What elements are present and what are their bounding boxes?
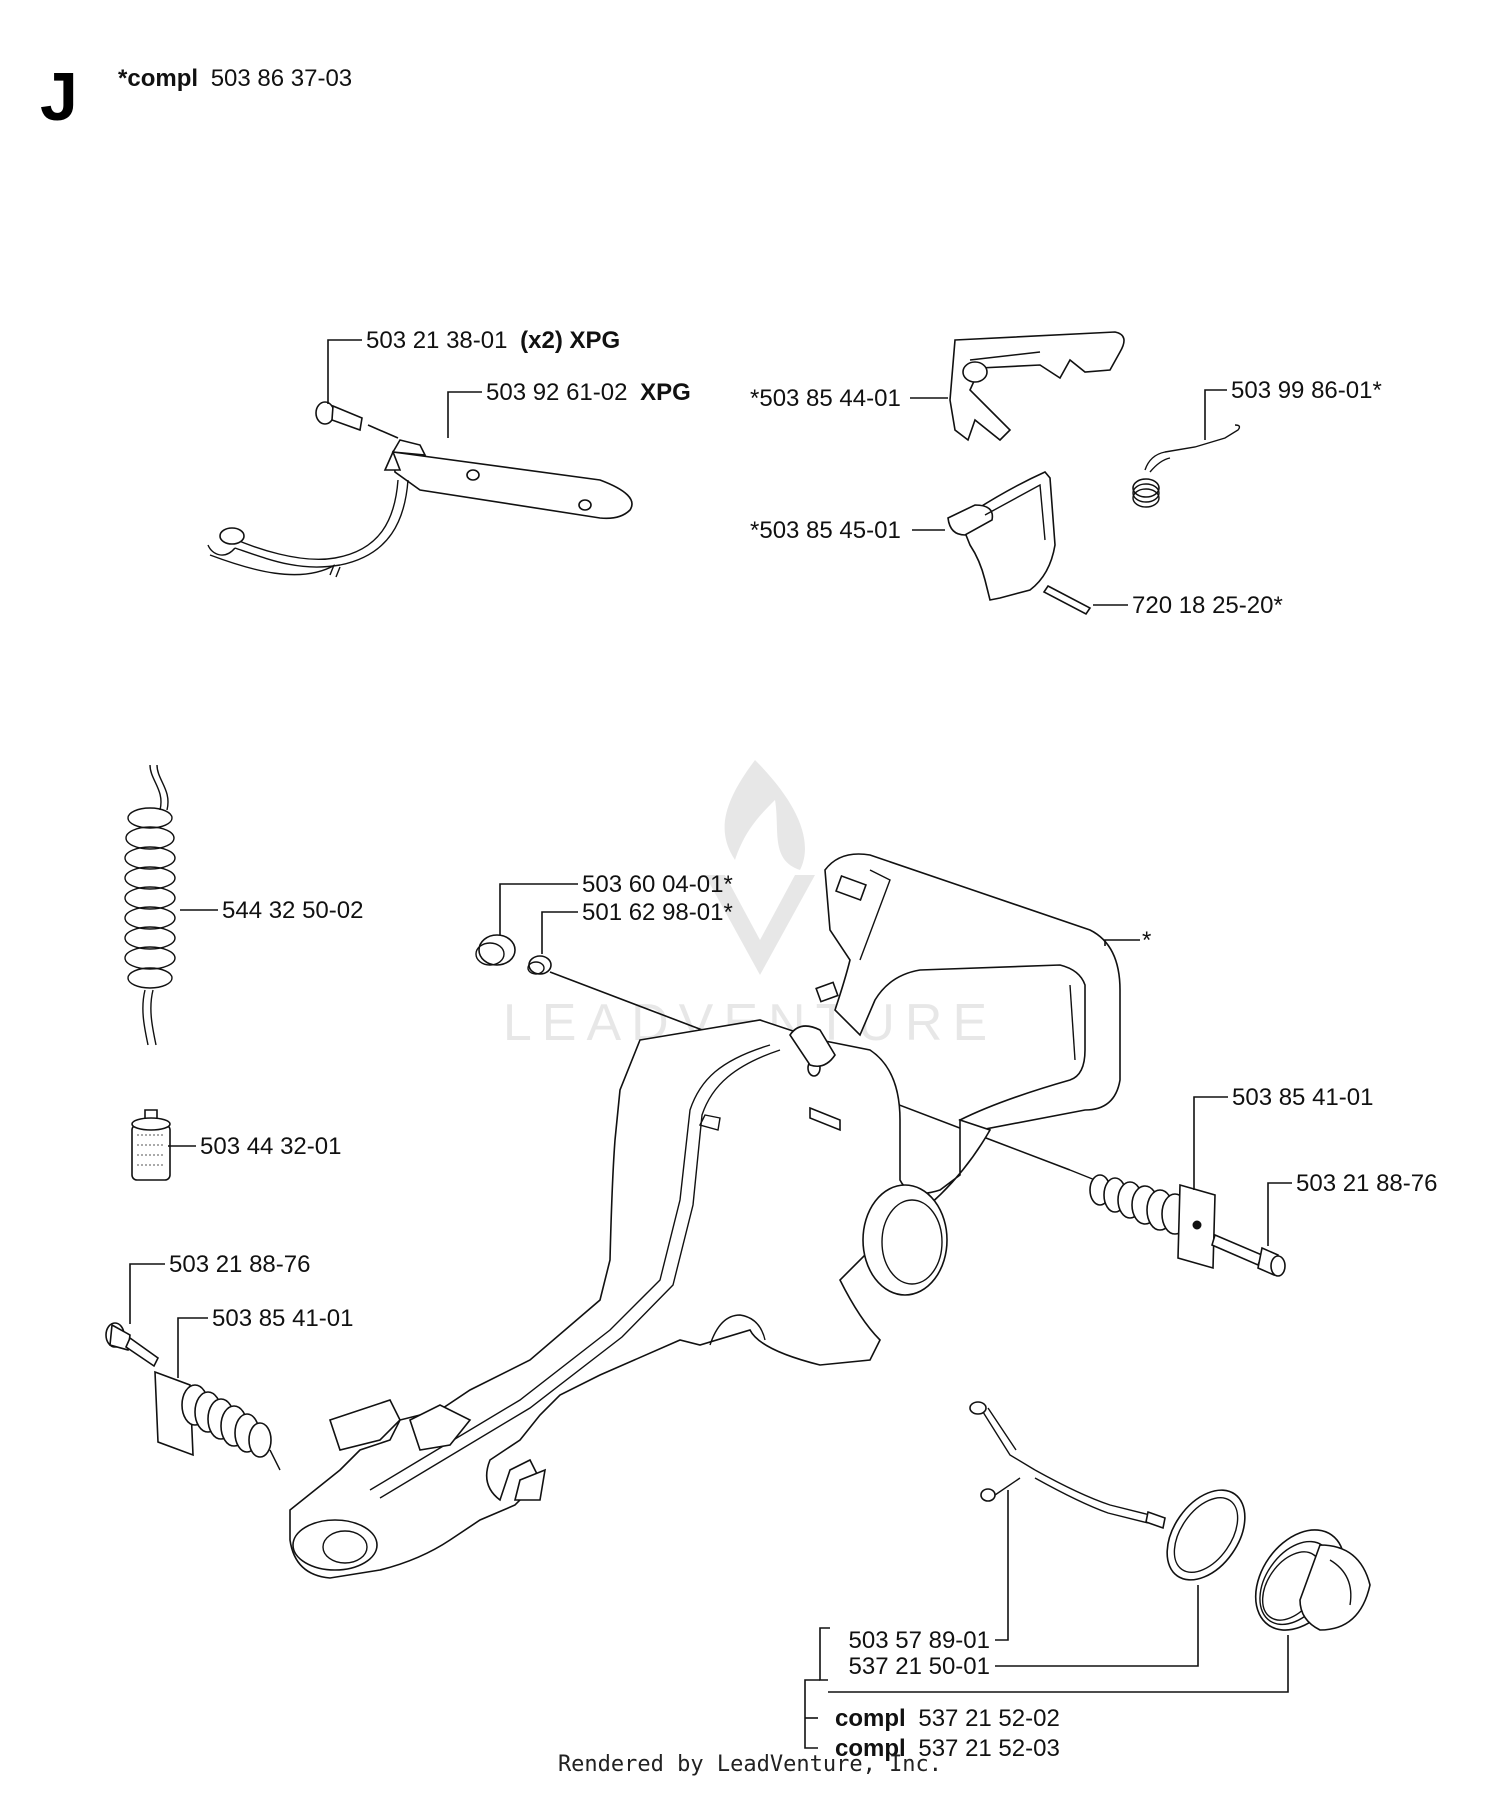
label-heater-bracket-num: 503 92 61-02	[486, 379, 627, 406]
part-screw-right	[1211, 1233, 1286, 1277]
label-compl-1: compl 537 21 52-02	[835, 1705, 1060, 1732]
label-cap-a: 503 60 04-01*	[582, 871, 733, 898]
label-heater-bracket-bold: XPG	[640, 379, 691, 406]
label-bolt-num: 503 21 38-01	[366, 327, 507, 354]
label-cap-b: 501 62 98-01*	[582, 899, 733, 926]
assembly-header-bold: *compl	[118, 65, 198, 92]
label-compl-1-num: 537 21 52-02	[918, 1705, 1059, 1732]
part-trigger-lockout	[947, 471, 1056, 601]
part-cap-a	[475, 934, 516, 966]
label-spring: 503 99 86-01*	[1231, 377, 1382, 404]
part-heater-bracket	[207, 439, 633, 578]
label-heater-bracket: 503 92 61-02 XPG	[486, 379, 691, 406]
label-fuel-hose: 544 32 50-02	[222, 897, 363, 924]
label-compl-1-bold: compl	[835, 1705, 906, 1732]
label-compl-2-bold: compl	[835, 1735, 906, 1762]
label-throttle-trigger: *503 85 44-01	[750, 385, 901, 412]
label-av-spring-left: 503 85 41-01	[212, 1305, 353, 1332]
part-cap-retainer	[969, 1401, 1166, 1530]
part-screw-left	[105, 1322, 160, 1368]
part-pin	[1042, 584, 1092, 616]
assembly-header: *compl 503 86 37-03	[118, 65, 352, 92]
part-cap-seal	[1166, 1489, 1246, 1581]
part-fuel-hose	[124, 764, 176, 1046]
label-trigger-lockout: *503 85 45-01	[750, 517, 901, 544]
part-cap-b	[527, 955, 552, 975]
label-compl-2: compl 537 21 52-03	[835, 1735, 1060, 1762]
assembly-header-number: 503 86 37-03	[211, 65, 352, 92]
label-av-spring-right: 503 85 41-01	[1232, 1084, 1373, 1111]
part-bolt	[315, 401, 399, 439]
label-cap-seal: 537 21 50-01	[849, 1653, 990, 1680]
label-bolt: 503 21 38-01 (x2) XPG	[366, 327, 620, 354]
part-av-spring-left	[154, 1370, 281, 1471]
part-throttle-trigger	[949, 331, 1125, 442]
part-fuel-filter	[131, 1109, 171, 1181]
label-fuel-filter: 503 44 32-01	[200, 1133, 341, 1160]
part-av-spring-right	[1069, 1169, 1216, 1270]
label-pin: 720 18 25-20*	[1132, 592, 1283, 619]
label-cap-retainer: 503 57 89-01	[849, 1627, 990, 1654]
part-fuel-cap	[1254, 1529, 1371, 1631]
part-rear-handle-housing	[289, 853, 1121, 1579]
label-screw-left: 503 21 88-76	[169, 1251, 310, 1278]
label-bolt-bold: (x2) XPG	[520, 327, 620, 354]
label-compl-2-num: 537 21 52-03	[918, 1735, 1059, 1762]
part-spring	[1132, 424, 1241, 508]
footer-credit: Rendered by LeadVenture, Inc.	[557, 1752, 943, 1777]
label-handle-star: *	[1142, 927, 1151, 954]
label-screw-right: 503 21 88-76	[1296, 1170, 1437, 1197]
section-letter: J	[40, 59, 78, 135]
